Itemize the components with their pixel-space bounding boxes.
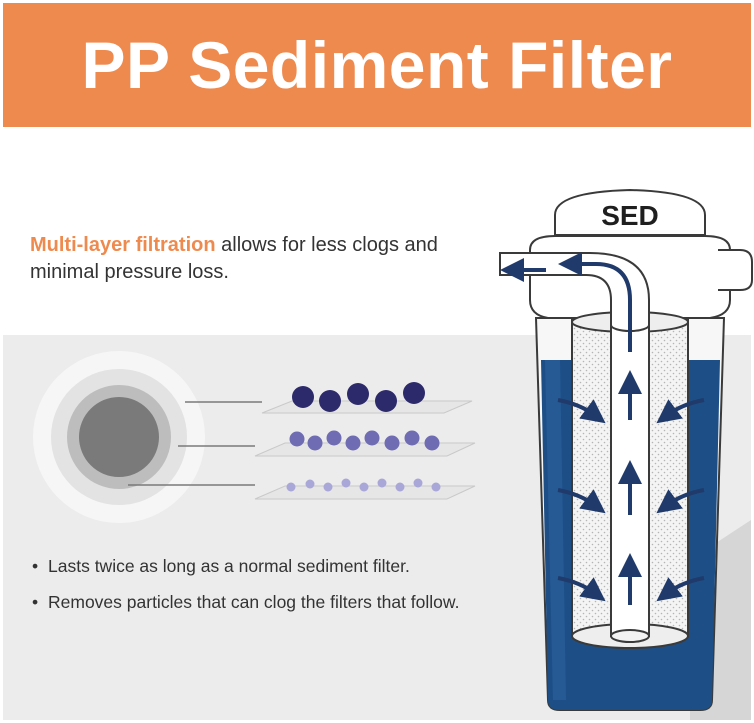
filtration-layer-coarse [261,382,473,414]
filtration-layer-fine [254,478,476,500]
filter-cross-section-icon [33,351,205,523]
filtration-layer-medium [254,430,476,457]
housing-label: SED [601,200,659,231]
intro-text: Multi-layer filtration allows for less c… [30,232,500,286]
intro-highlight: Multi-layer filtration [30,234,216,256]
flow-arrow-icon [500,252,705,605]
layer-leader-lines [128,401,262,486]
intro-rest: allows for less clogs and minimal pressu… [30,234,438,283]
title-banner: PP Sediment Filter [3,3,751,127]
list-item: Removes particles that can clog the filt… [30,591,510,613]
list-item: Lasts twice as long as a normal sediment… [30,555,510,577]
page-title: PP Sediment Filter [81,28,673,102]
feature-list: Lasts twice as long as a normal sediment… [30,555,510,627]
